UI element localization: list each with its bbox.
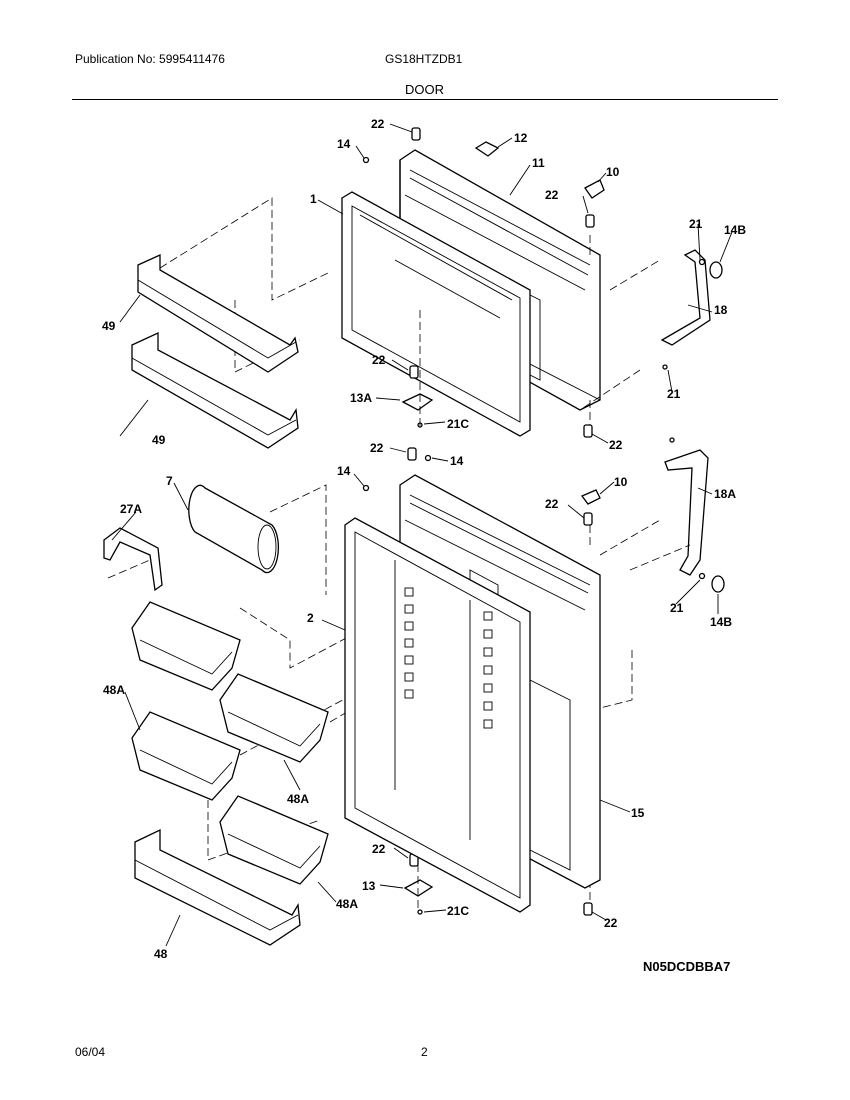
diagram-code: N05DCDBBA7 <box>643 959 730 974</box>
door-bin-48A-2 <box>219 673 329 763</box>
callout-labels: 22 12 14 11 10 22 1 21 14B 18 49 22 13A … <box>102 117 746 961</box>
callout-label: 13 <box>362 879 376 893</box>
fresh-food-door-gasket <box>344 517 531 913</box>
door-bin-48A-3 <box>131 711 241 801</box>
callout-label: 48A <box>103 683 125 697</box>
callout-label: 48A <box>287 792 309 806</box>
callout-label: 21C <box>447 904 469 918</box>
callout-label: 21C <box>447 417 469 431</box>
footer-page-number: 2 <box>421 1045 428 1059</box>
callout-label: 22 <box>372 842 386 856</box>
callout-label: 22 <box>609 438 623 452</box>
callout-label: 14 <box>337 464 351 478</box>
callout-label: 22 <box>372 353 386 367</box>
section-title: DOOR <box>405 82 444 97</box>
footer-date: 06/04 <box>75 1045 106 1059</box>
callout-label: 18A <box>714 487 736 501</box>
callout-label: 14B <box>710 615 732 629</box>
callout-label: 21 <box>689 217 703 231</box>
callout-label: 2 <box>307 611 314 625</box>
callout-label: 49 <box>152 433 166 447</box>
freezer-shelf-49-upper <box>137 253 299 373</box>
callout-label: 18 <box>714 303 728 317</box>
callout-label: 22 <box>545 188 559 202</box>
hinge-18 <box>660 249 711 346</box>
door-bin-48A-4 <box>219 795 329 885</box>
bracket-27A <box>103 527 163 592</box>
callout-label: 27A <box>120 502 142 516</box>
small-parts <box>362 127 725 916</box>
callout-label: 48A <box>336 897 358 911</box>
hinge-18A <box>664 449 709 576</box>
freezer-shelf-49-lower <box>131 331 299 449</box>
callout-label: 15 <box>631 806 645 820</box>
callout-label: 21 <box>670 601 684 615</box>
door-shelf-48 <box>134 828 301 946</box>
callout-label: 49 <box>102 319 116 333</box>
callout-label: 48 <box>154 947 168 961</box>
callout-label: 11 <box>532 156 545 170</box>
callout-label: 10 <box>606 165 620 179</box>
callout-label: 22 <box>371 117 385 131</box>
callout-label: 12 <box>514 131 528 145</box>
freezer-door-gasket <box>341 191 531 437</box>
callout-label: 13A <box>350 391 372 405</box>
publication-number: Publication No: 5995411476 <box>75 52 225 66</box>
butter-compartment-7 <box>188 484 280 574</box>
callout-label: 1 <box>310 192 317 206</box>
door-bin-48A-1 <box>131 601 241 691</box>
callout-label: 10 <box>614 475 628 489</box>
callout-label: 14B <box>724 223 746 237</box>
callout-label: 14 <box>337 137 351 151</box>
callout-label: 22 <box>545 497 559 511</box>
leader-lines <box>111 123 733 947</box>
callout-label: 21 <box>667 387 681 401</box>
callout-label: 7 <box>166 474 173 488</box>
callout-label: 14 <box>450 454 464 468</box>
header-divider <box>72 99 778 100</box>
model-number: GS18HTZDB1 <box>385 52 463 66</box>
callout-label: 22 <box>370 441 384 455</box>
callout-label: 22 <box>604 916 618 930</box>
